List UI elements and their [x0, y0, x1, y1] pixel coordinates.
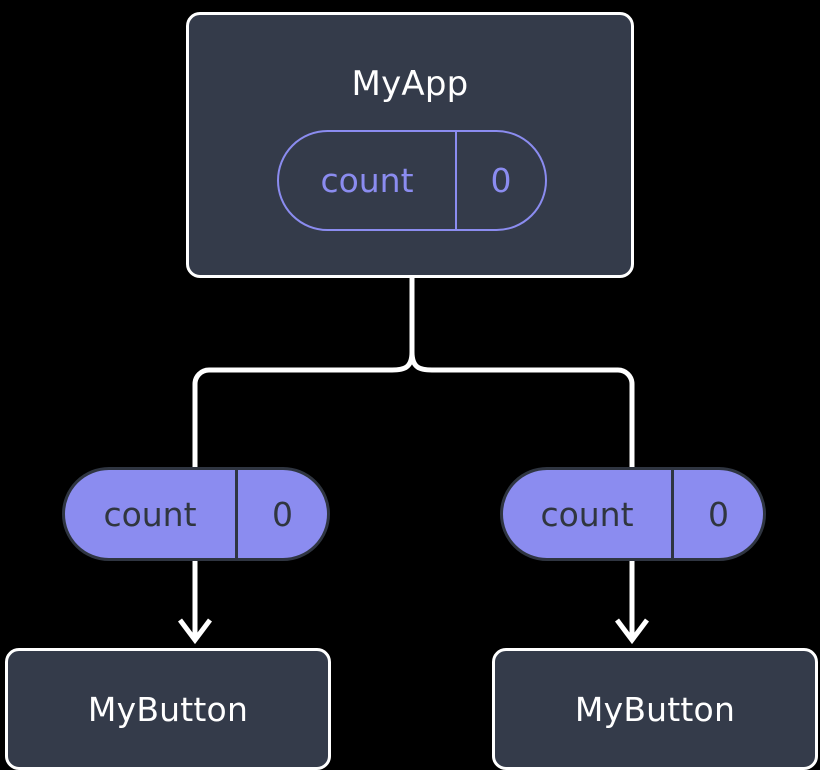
component-title-myapp: MyApp [351, 64, 469, 104]
wire-fork-left [192, 351, 415, 470]
component-box-mybutton-left[interactable]: MyButton [5, 648, 331, 770]
wire-fork-right [409, 351, 635, 470]
arrowhead-left-icon [178, 618, 212, 645]
component-box-mybutton-right[interactable]: MyButton [492, 648, 818, 770]
prop-pill-key: count [540, 494, 634, 534]
component-title-mybutton-left: MyButton [87, 689, 249, 729]
component-title-mybutton-right: MyButton [574, 689, 736, 729]
prop-pill-key: count [103, 494, 197, 534]
state-pill-value: 0 [455, 132, 545, 229]
prop-pill-right-count[interactable]: count 0 [500, 467, 766, 561]
state-pill-myapp-count[interactable]: count 0 [277, 130, 547, 231]
arrowhead-right-icon [615, 618, 649, 645]
prop-pill-value: 0 [671, 470, 763, 558]
state-pill-key: count [320, 161, 414, 200]
prop-pill-value: 0 [235, 470, 327, 558]
prop-pill-left-count[interactable]: count 0 [62, 467, 330, 561]
